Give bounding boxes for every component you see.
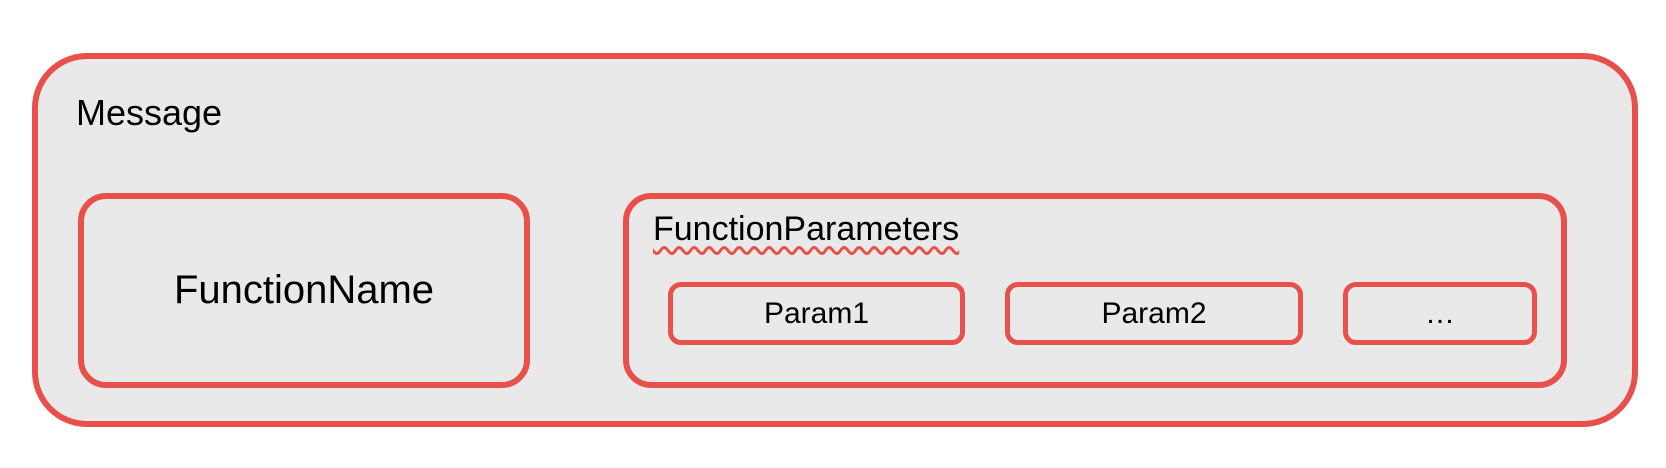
function-name-label: FunctionName	[173, 268, 435, 312]
function-name-box: FunctionName	[78, 193, 530, 388]
function-parameters-label: FunctionParameters	[653, 210, 960, 248]
message-container-box: Message FunctionName FunctionParameters …	[32, 53, 1638, 427]
ellipsis-params-box: …	[1343, 282, 1537, 345]
param1-label: Param1	[763, 296, 870, 330]
param1-box: Param1	[668, 282, 965, 345]
ellipsis-label: …	[1425, 296, 1455, 330]
function-parameters-box: FunctionParameters Param1 Param2 …	[623, 193, 1567, 388]
param2-box: Param2	[1005, 282, 1303, 345]
message-label: Message	[76, 92, 223, 133]
param2-label: Param2	[1101, 296, 1207, 330]
